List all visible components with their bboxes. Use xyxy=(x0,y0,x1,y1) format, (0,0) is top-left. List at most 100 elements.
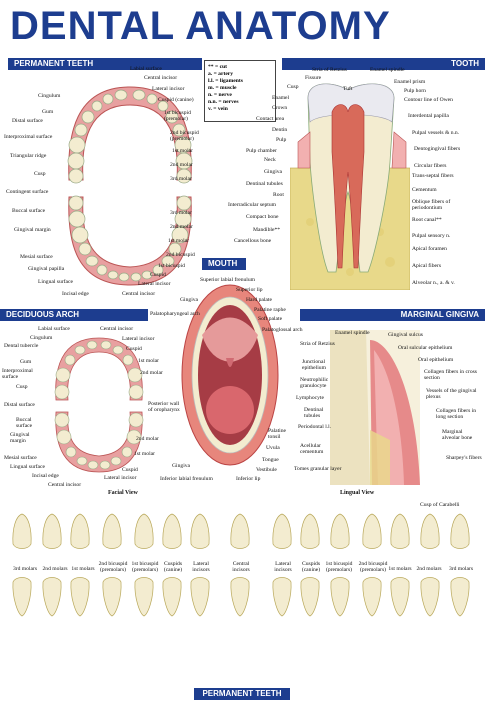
marginal-gingiva-illustration xyxy=(330,330,420,485)
label: 1st molar xyxy=(168,238,189,244)
label: Collagen fibers in cross section xyxy=(424,369,477,381)
label: Superior labial frenulum xyxy=(200,277,255,283)
label: Root xyxy=(273,192,284,198)
band-permanent-teeth: PERMANENT TEETH xyxy=(8,58,202,70)
label: Circular fibers xyxy=(414,163,447,169)
lower-tooth xyxy=(330,577,350,617)
label: Cuspid xyxy=(150,272,166,278)
upper-tooth xyxy=(162,513,182,549)
label: Triangular ridge xyxy=(10,153,47,159)
label: Cuspid xyxy=(122,467,138,473)
label: Oblique fibers of periodontium xyxy=(412,199,451,211)
label: Central incisor xyxy=(144,75,178,81)
lower-tooth xyxy=(42,577,62,617)
upper-tooth xyxy=(330,513,350,549)
label: Neck xyxy=(264,157,276,163)
label: Gingival margin xyxy=(14,227,51,233)
label: Labial surface xyxy=(38,326,70,332)
label: 2nd bicuspid xyxy=(166,252,195,258)
label: Contour line of Owen xyxy=(404,97,453,103)
label: Pulp horn xyxy=(404,88,426,94)
label: Apical foramen xyxy=(412,246,447,252)
lower-tooth xyxy=(390,577,410,617)
label: Apical fibers xyxy=(412,263,442,269)
label: 1st bicuspid xyxy=(158,263,185,269)
label: Dentinal tubules xyxy=(304,407,324,419)
label: 1st molar xyxy=(172,148,193,154)
label: Pulpal vessels & n.n. xyxy=(412,130,460,136)
upper-tooth xyxy=(70,513,90,549)
label: Gingival sulcus xyxy=(388,332,423,338)
label: Buccal surface xyxy=(16,417,33,429)
lower-tooth xyxy=(450,577,470,617)
label: Cusp xyxy=(16,384,28,390)
upper-tooth xyxy=(272,513,292,549)
label: Dentogingival fibers xyxy=(414,146,461,152)
deciduous-arch-illustration xyxy=(54,337,144,473)
page-title: DENTAL ANATOMY xyxy=(10,4,391,48)
label: 3rd molars xyxy=(12,566,38,572)
lower-tooth xyxy=(102,577,122,617)
label: Enamel prism xyxy=(394,79,426,85)
label: 2nd bicuspid (premolars) xyxy=(98,561,128,573)
label: Dental tubercle xyxy=(4,343,39,349)
label: Cuspids (canine) xyxy=(163,561,183,573)
label: Distal surface xyxy=(12,118,43,124)
lower-tooth xyxy=(230,577,250,617)
label: 2nd molars xyxy=(416,566,442,572)
label: Tomes granular layer xyxy=(294,466,342,472)
band-tooth: TOOTH xyxy=(282,58,485,70)
label: Vessels of the gingival plexus xyxy=(426,388,477,400)
upper-tooth xyxy=(12,513,32,549)
label: Lateral incisors xyxy=(274,561,292,573)
label: Collagen fibers in long section xyxy=(436,408,477,420)
lower-tooth xyxy=(12,577,32,617)
label: Lateral incisor xyxy=(104,475,137,481)
label: Root canal** xyxy=(412,217,442,223)
label: Junctional epithelium xyxy=(302,359,326,371)
upper-tooth xyxy=(390,513,410,549)
lingual-view-heading: Lingual View xyxy=(340,490,375,496)
upper-tooth xyxy=(42,513,62,549)
lower-tooth xyxy=(70,577,90,617)
label: Trans-septal fibers xyxy=(412,173,454,179)
label: Mesial surface xyxy=(20,254,53,260)
label: Gingiva xyxy=(180,297,199,303)
legend-item: ** = cut xyxy=(208,64,228,70)
label: Neutrophilic granulocyte xyxy=(300,377,329,389)
legend-item: v. = vein xyxy=(208,106,228,112)
label: 1st bicuspid (premolar) xyxy=(164,110,191,122)
band-marginal-gingiva: MARGINAL GINGIVA xyxy=(300,309,485,321)
label: Oral sulcular epithelium xyxy=(398,345,453,351)
label: Lateral incisors xyxy=(192,561,210,573)
upper-tooth xyxy=(300,513,320,549)
label: Tuft xyxy=(343,86,353,92)
legend-item: n. = nerve xyxy=(208,92,232,98)
label: Vestibule xyxy=(256,467,277,473)
label: Oral epithelium xyxy=(418,357,454,363)
label: 2nd bicuspid (premolars) xyxy=(358,561,388,573)
upper-tooth xyxy=(420,513,440,549)
label: Interproximal surface xyxy=(4,134,53,140)
label: Enamel spindle xyxy=(370,67,405,73)
label: Mandible** xyxy=(253,227,281,233)
label: Uvula xyxy=(266,445,280,451)
label: Mesial surface xyxy=(4,455,37,461)
label: 1st molars xyxy=(71,566,95,572)
label: Cuspids (canine) xyxy=(301,561,321,573)
lower-tooth xyxy=(272,577,292,617)
label: Inferior lip xyxy=(236,476,261,482)
legend-item: n.n. = nerves xyxy=(208,99,239,105)
label: Central incisor xyxy=(100,326,134,332)
label: Posterior wall of oropharynx xyxy=(148,401,180,413)
label: Alveolar n., a. & v. xyxy=(412,280,455,286)
label: Cingulum xyxy=(30,335,53,341)
label: Compact bone xyxy=(246,214,279,220)
header: DENTAL ANATOMY xyxy=(0,0,485,50)
label: Periodontal l.l. xyxy=(298,424,332,430)
label: Stria of Retzius xyxy=(312,67,347,73)
label: Cusp of Carabelli xyxy=(420,502,460,508)
label: Lingual surface xyxy=(10,464,45,470)
band-mouth: MOUTH xyxy=(202,258,246,270)
label: 2nd molar xyxy=(170,224,193,230)
